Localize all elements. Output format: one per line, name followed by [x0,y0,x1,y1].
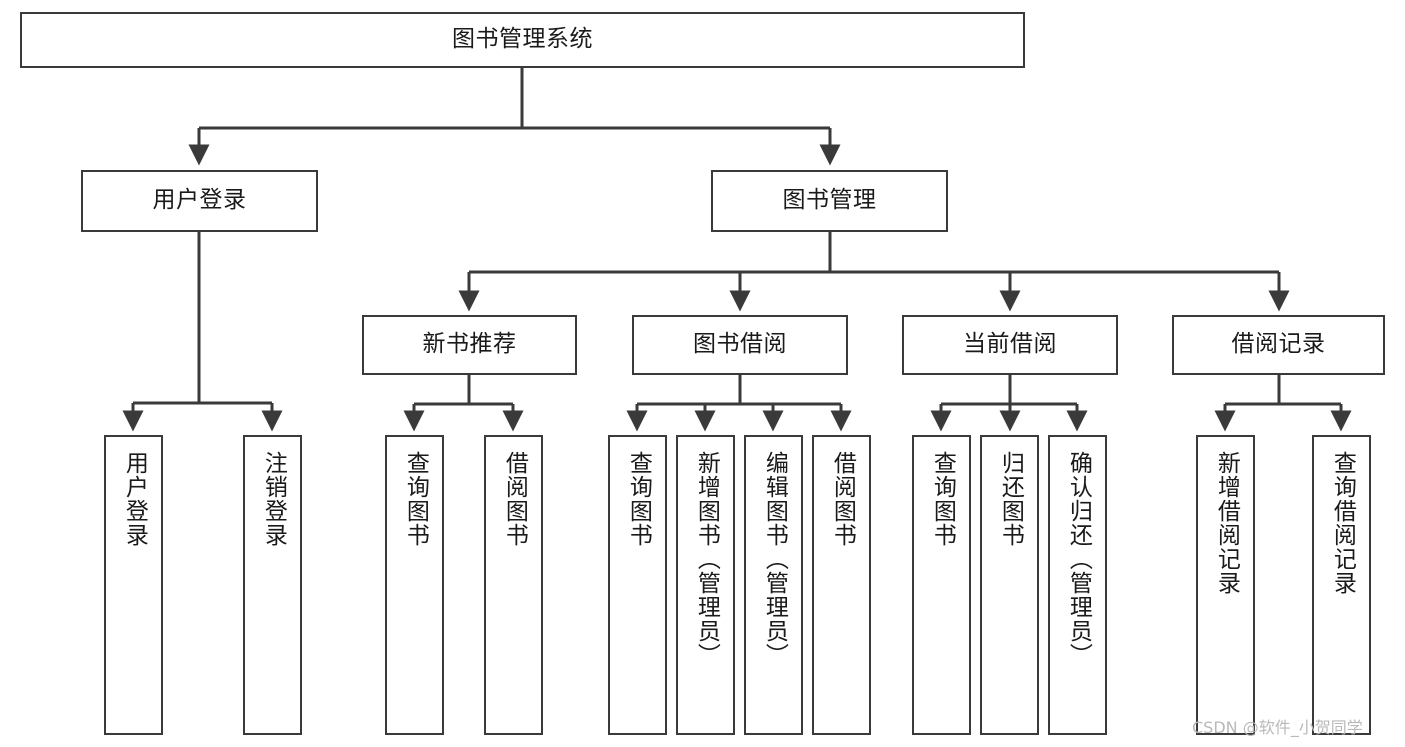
node-leaf-add-record[interactable]: 新增借阅记录 [1196,435,1255,735]
node-leaf-query-book-1-label: 查询图书 [402,451,429,547]
node-leaf-borrow-book-1-label: 借阅图书 [501,451,528,547]
node-leaf-query-book-2[interactable]: 查询图书 [608,435,667,735]
node-leaf-query-book-1[interactable]: 查询图书 [385,435,444,735]
node-leaf-query-book-3-label: 查询图书 [929,451,956,547]
node-leaf-query-book-3[interactable]: 查询图书 [912,435,971,735]
node-leaf-borrow-book-1[interactable]: 借阅图书 [484,435,543,735]
node-leaf-borrow-book-2[interactable]: 借阅图书 [812,435,871,735]
node-borrow-record[interactable]: 借阅记录 [1172,315,1385,375]
node-current-borrow-label: 当前借阅 [963,331,1057,358]
node-book-borrow-label: 图书借阅 [693,331,787,358]
node-user-login[interactable]: 用户登录 [81,170,318,232]
csdn-watermark: CSDN @软件_小贺同学 [1192,718,1363,737]
node-leaf-query-record[interactable]: 查询借阅记录 [1312,435,1371,735]
node-leaf-logout[interactable]: 注销登录 [243,435,302,735]
node-leaf-return-book-label: 归还图书 [997,451,1024,547]
node-leaf-user-login-label: 用户登录 [121,451,148,547]
node-leaf-return-book[interactable]: 归还图书 [980,435,1039,735]
node-leaf-confirm-return-label: 确认归还（管理员） [1065,451,1092,667]
node-leaf-logout-label: 注销登录 [260,451,287,547]
node-current-borrow[interactable]: 当前借阅 [902,315,1118,375]
node-book-borrow[interactable]: 图书借阅 [632,315,848,375]
node-new-book-rec-label: 新书推荐 [422,331,517,358]
node-user-login-label: 用户登录 [152,187,247,214]
node-borrow-record-label: 借阅记录 [1231,331,1326,358]
node-leaf-confirm-return[interactable]: 确认归还（管理员） [1048,435,1107,735]
node-leaf-add-book-label: 新增图书（管理员） [693,451,720,667]
node-root-label: 图书管理系统 [452,26,593,53]
node-new-book-rec[interactable]: 新书推荐 [362,315,577,375]
node-book-manage[interactable]: 图书管理 [711,170,948,232]
node-leaf-query-book-2-label: 查询图书 [625,451,652,547]
node-book-manage-label: 图书管理 [782,187,877,214]
node-leaf-user-login[interactable]: 用户登录 [104,435,163,735]
node-leaf-edit-book[interactable]: 编辑图书（管理员） [744,435,803,735]
node-leaf-add-book[interactable]: 新增图书（管理员） [676,435,735,735]
node-leaf-borrow-book-2-label: 借阅图书 [829,451,856,547]
node-leaf-add-record-label: 新增借阅记录 [1213,451,1240,595]
node-leaf-edit-book-label: 编辑图书（管理员） [761,451,788,667]
node-leaf-query-record-label: 查询借阅记录 [1329,451,1356,595]
node-root[interactable]: 图书管理系统 [20,12,1025,68]
